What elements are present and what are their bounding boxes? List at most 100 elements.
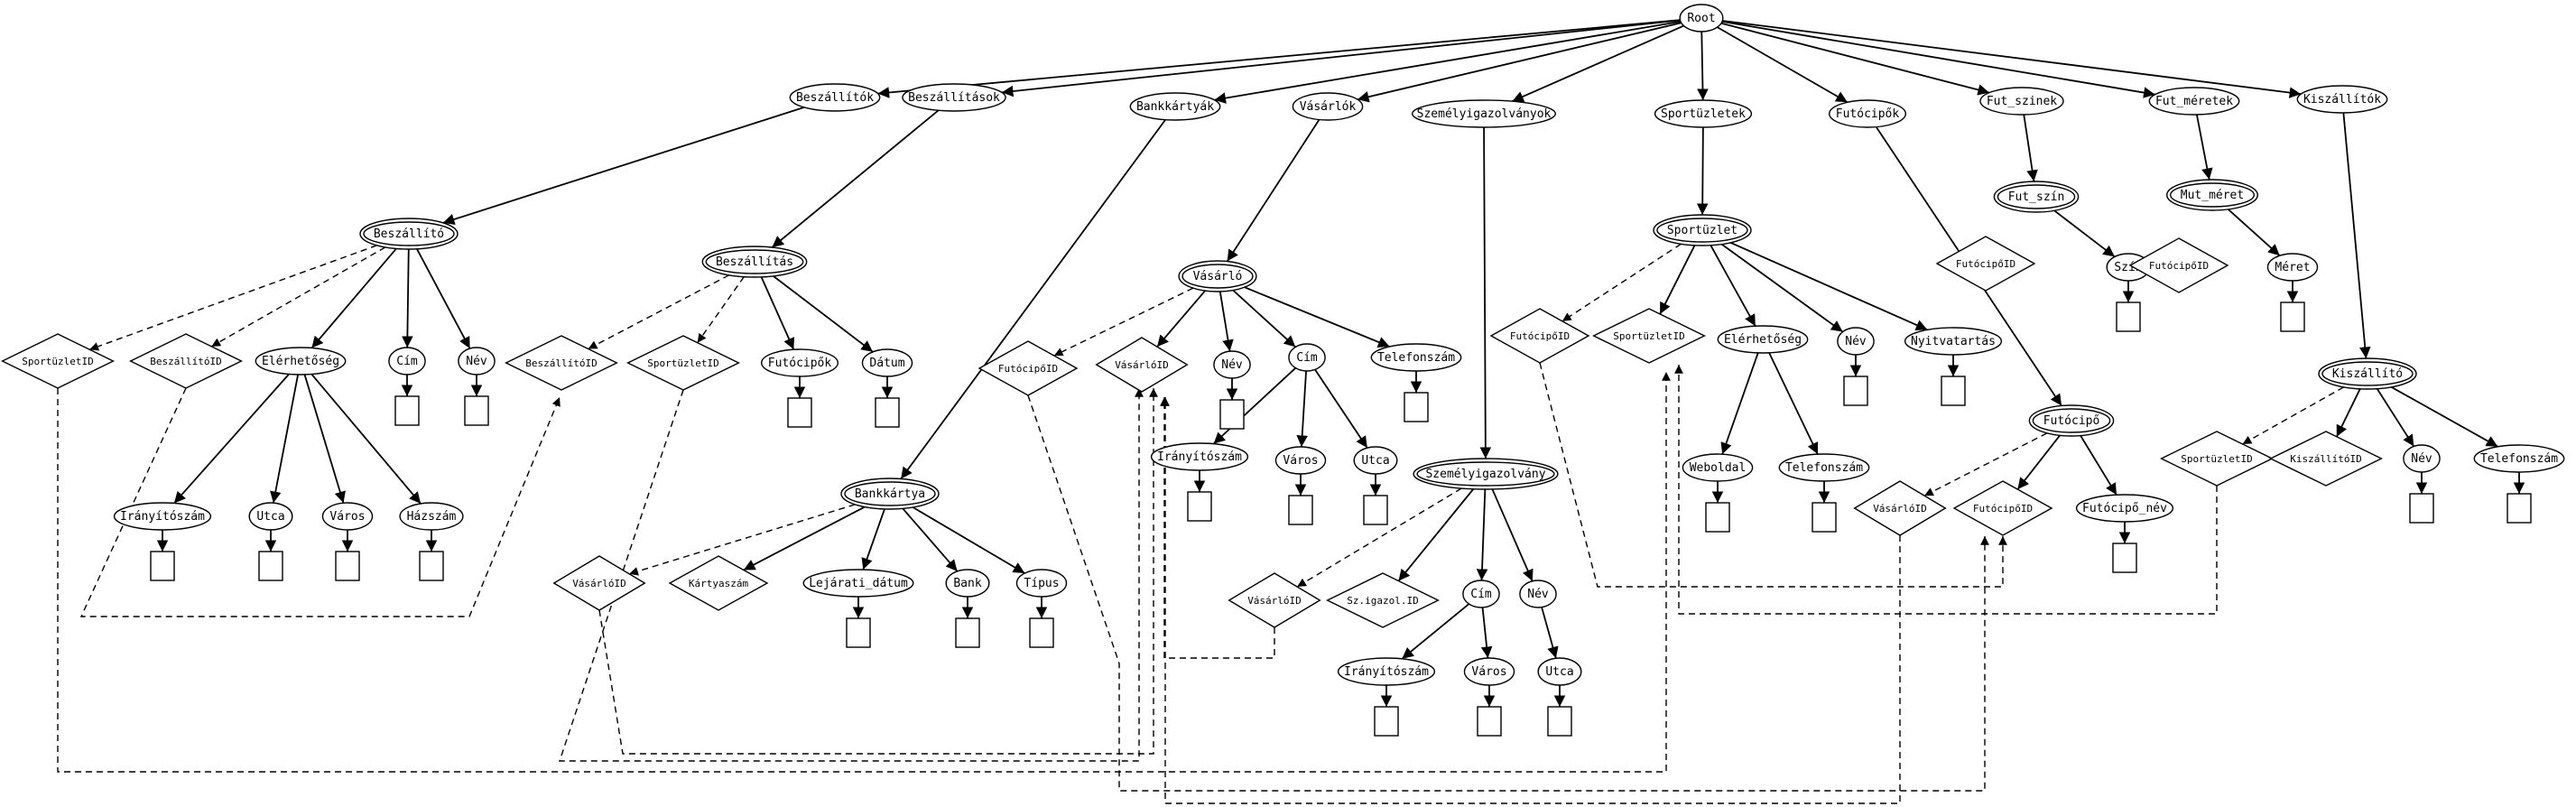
- tree-edge: [2336, 388, 2361, 438]
- node-label: Beszállító: [374, 227, 444, 241]
- node-label: Bankkártya: [855, 487, 925, 501]
- node-b-varos: Város: [321, 502, 374, 531]
- node-sz-nev: Név: [1519, 580, 1557, 608]
- value-box-s-nyitvatartas: [1941, 376, 1966, 406]
- element-ellipse: [1370, 343, 1462, 372]
- element-ellipse: [789, 83, 881, 112]
- key-diamond: [2128, 237, 2229, 293]
- node-b-nev: Név: [458, 347, 496, 376]
- tree-edge: [912, 506, 1025, 574]
- element-inner-ellipse: [1656, 218, 1748, 243]
- value-box-sz-varos: [1477, 706, 1502, 737]
- value-box-bk-tipus: [1029, 617, 1054, 648]
- node-v-vasarloid: VásárlóID: [1095, 337, 1189, 393]
- node-s-nev: Név: [1837, 327, 1875, 356]
- node-label: Személyigazolvány: [1425, 468, 1545, 481]
- key-diamond: [1326, 572, 1440, 628]
- tree-edge: [2228, 209, 2281, 256]
- node-f-vasarloid: VásárlóID: [1853, 480, 1947, 536]
- key-edge: [1561, 243, 1682, 322]
- key-edge: [588, 274, 730, 350]
- node-label: Város: [1471, 665, 1506, 679]
- node-label: Mut_méret: [2181, 189, 2244, 202]
- node-s-nyitvatartas: Nyitvatartás: [1904, 327, 2003, 356]
- element-ellipse: [2165, 179, 2258, 211]
- node-bankkartya: Bankkártya: [840, 478, 940, 510]
- reference-line-1: [57, 372, 1671, 773]
- element-ellipse: [1463, 657, 1515, 686]
- node-fsz-futocipoid: FutócipőID: [1935, 236, 2036, 292]
- tree-edge: [310, 247, 397, 349]
- node-b-beszallitoid: BeszállítóID: [129, 333, 243, 389]
- element-ellipse: [2403, 444, 2441, 473]
- key-diamond: [1592, 308, 1706, 364]
- value-box-v-utca: [1363, 495, 1388, 525]
- node-label: Futócipő: [2043, 414, 2100, 428]
- key-diamond: [1, 333, 115, 389]
- node-label: Elérhetőség: [262, 355, 339, 368]
- node-label: FutócipőID: [2149, 260, 2209, 272]
- node-label: Utca: [1545, 665, 1573, 679]
- tree-edge: [1491, 488, 1534, 582]
- element-ellipse: [1292, 92, 1364, 121]
- tree-edge: [1212, 367, 1296, 445]
- element-ellipse: [458, 347, 496, 376]
- element-ellipse: [1015, 569, 1068, 598]
- element-inner-ellipse: [2321, 361, 2414, 386]
- tree-edge: [1722, 20, 2302, 98]
- element-ellipse: [321, 502, 374, 531]
- value-box-v-nev: [1219, 399, 1245, 430]
- node-f-futocipo-nev: Futócipő_név: [2075, 494, 2174, 523]
- node-b-elerhetoseg: Elérhetőség: [255, 347, 347, 376]
- node-label: Telefonszám: [2480, 452, 2558, 466]
- value-box-s-nev: [1843, 376, 1868, 406]
- element-ellipse: [1717, 325, 1809, 354]
- key-diamond: [505, 335, 618, 391]
- node-label: Irányítószám: [1344, 665, 1429, 679]
- element-ellipse: [359, 218, 459, 250]
- key-edge: [697, 276, 745, 344]
- node-label: VásárlóID: [572, 578, 626, 589]
- tree-edge: [877, 19, 1681, 98]
- node-szemelyigazolvany: Személyigazolvány: [1413, 458, 1559, 490]
- key-edge: [89, 245, 377, 351]
- tree-edge: [2391, 386, 2498, 448]
- element-ellipse: [802, 569, 914, 598]
- element-inner-ellipse: [1181, 264, 1254, 289]
- node-label: Cím: [1296, 351, 1318, 365]
- node-s-futocipoid: FutócipőID: [1489, 308, 1590, 364]
- tree-edge: [1710, 245, 1756, 327]
- node-label: Név: [1527, 588, 1549, 601]
- node-v-utca: Utca: [1353, 446, 1398, 475]
- tree-edge: [2342, 112, 2371, 359]
- node-v-cim: Cím: [1288, 343, 1326, 372]
- tree-edge: [416, 248, 471, 349]
- element-ellipse: [1353, 446, 1398, 475]
- key-diamond: [2160, 431, 2274, 487]
- key-edge: [1923, 432, 2048, 496]
- tree-edge: [1314, 368, 1368, 449]
- node-label: SportüzletID: [22, 356, 93, 367]
- node-label: Sportüzletek: [1661, 107, 1746, 121]
- node-v-nev: Név: [1213, 350, 1251, 379]
- tree-edge: [1720, 352, 1759, 455]
- tree-edge: [1226, 119, 1320, 263]
- element-ellipse: [945, 569, 990, 598]
- node-label: Város: [329, 510, 365, 524]
- node-label: Fut_méretek: [2155, 95, 2233, 108]
- tree-edge: [1156, 290, 1206, 348]
- element-inner-ellipse: [1416, 461, 1555, 487]
- tree-edge: [1401, 603, 1470, 660]
- element-ellipse: [1679, 4, 1724, 32]
- node-sz-szigazolid: Sz.igazol.ID: [1326, 572, 1440, 628]
- reference-line-2: [79, 387, 561, 617]
- key-diamond: [129, 333, 243, 389]
- value-box-v-telefonszam: [1404, 392, 1429, 422]
- node-bs-datum: Dátum: [861, 348, 913, 377]
- node-label: SportüzletID: [1613, 330, 1684, 342]
- node-label: SportüzletID: [647, 357, 718, 369]
- node-label: Irányítószám: [1157, 450, 1242, 464]
- tree-edge: [2080, 435, 2117, 496]
- value-box-s-telefonszam: [1812, 502, 1837, 533]
- key-diamond: [1095, 337, 1189, 393]
